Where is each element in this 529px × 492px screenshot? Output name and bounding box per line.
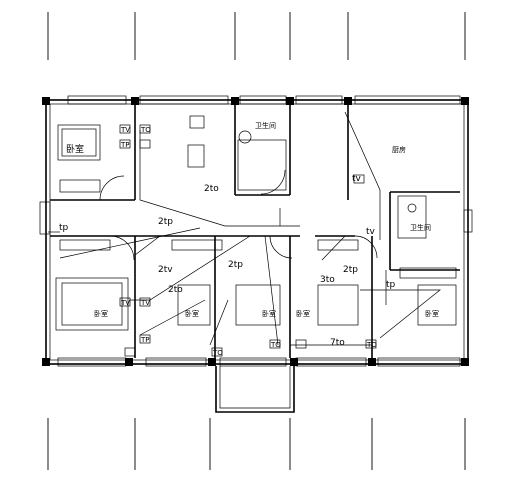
socket-label-tv-mid: TV <box>140 299 150 307</box>
outer-walls <box>42 95 469 413</box>
room-label-bedroom-3: 卧室 <box>262 309 276 318</box>
cable-label-2tp-left: 2tp <box>158 217 173 227</box>
socket-label-tp-nw: TP <box>120 141 130 149</box>
interior-walls <box>39 104 473 358</box>
room-label-bathroom-east: 卫生间 <box>410 223 431 232</box>
bottom-axis-lines <box>47 418 466 470</box>
cable-label-2to-top: 2to <box>204 184 219 194</box>
cable-label-2tp-mid: 2tp <box>228 260 243 270</box>
socket-label-tp-mid: TP <box>140 336 150 344</box>
cable-label-tv-right: tv <box>366 227 376 237</box>
socket-label-to-b: TO <box>270 341 281 349</box>
cable-label-2tv: 2tv <box>158 265 173 275</box>
cable-label-7to: 7to <box>330 338 345 348</box>
cable-label-3to: 3to <box>320 275 335 285</box>
top-axis-lines <box>47 12 466 60</box>
cable-label-2to-bottom: 2to <box>168 285 183 295</box>
socket-label-tv-sw: TV <box>120 299 130 307</box>
socket-label-to-a: TO <box>212 349 223 357</box>
room-label-bedroom-2: 卧室 <box>185 309 199 318</box>
room-label-bedroom-sw: 卧室 <box>94 309 108 318</box>
cable-label-tp-left: tp <box>59 223 69 233</box>
room-label-bedroom-5: 卧室 <box>425 309 439 318</box>
room-label-bathroom-north: 卫生间 <box>255 121 276 130</box>
furniture <box>55 115 457 331</box>
socket-label-to-nw: TO <box>140 126 151 134</box>
room-label-bedroom-nw: 卧室 <box>66 143 84 155</box>
room-label-bedroom-4: 卧室 <box>296 309 310 318</box>
cable-label-tv-kitchen: tv <box>352 174 362 184</box>
socket-label-to-c: TO <box>366 341 377 349</box>
cable-label-tp-right: tp <box>386 280 396 290</box>
socket-label-tv-nw: TV <box>120 126 130 134</box>
room-label-kitchen: 厨房 <box>392 145 406 154</box>
cable-label-2tp-right: 2tp <box>343 265 358 275</box>
door-arcs <box>99 169 378 261</box>
socket-boxes <box>119 124 377 357</box>
